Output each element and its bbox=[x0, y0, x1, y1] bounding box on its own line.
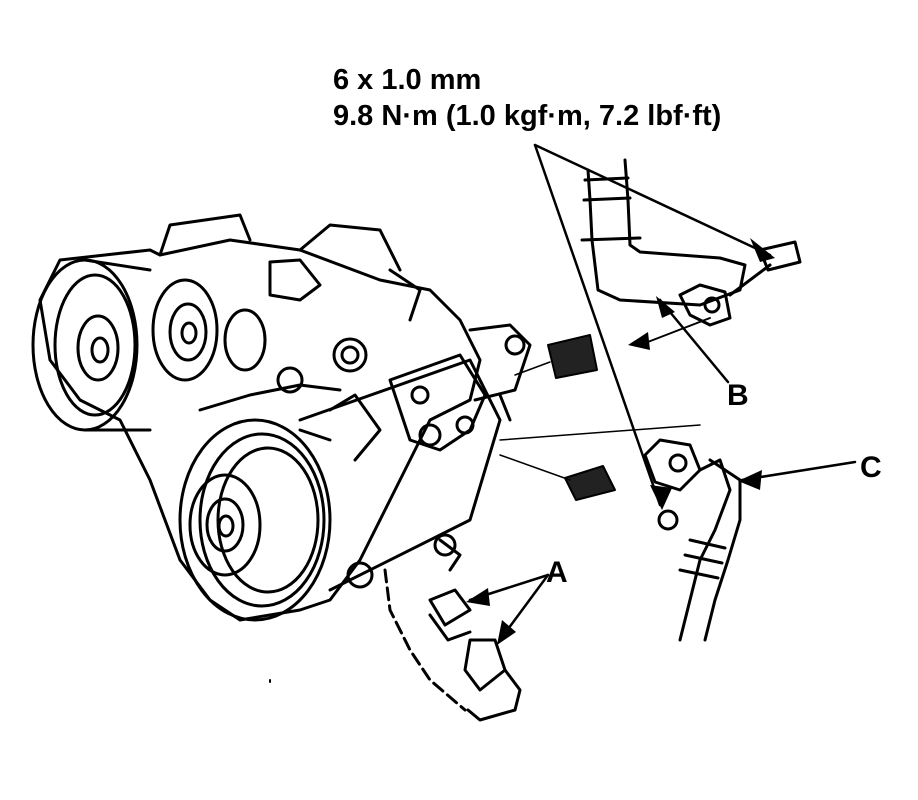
torque-spec-label: 9.8 N·m (1.0 kgf·m, 7.2 lbf·ft) bbox=[333, 100, 722, 132]
idler-pulley bbox=[151, 278, 267, 382]
hose-b bbox=[580, 158, 802, 327]
engine-block bbox=[38, 213, 482, 622]
crank-pulley bbox=[31, 258, 152, 432]
alignment-lines bbox=[499, 361, 701, 481]
hose-c bbox=[643, 438, 742, 642]
compressor-body bbox=[298, 323, 532, 592]
leader-lines bbox=[468, 143, 857, 642]
direction-arrow-b bbox=[639, 317, 711, 346]
seal-pads bbox=[547, 334, 616, 501]
connectors-a bbox=[383, 568, 522, 722]
compressor-clutch-pulley bbox=[178, 418, 332, 622]
callout-a-label: A bbox=[546, 556, 568, 589]
bolt-size-label: 6 x 1.0 mm bbox=[333, 64, 482, 96]
callout-b-label: B bbox=[727, 379, 749, 412]
callout-c-label: C bbox=[860, 451, 882, 484]
arrowheads bbox=[466, 238, 775, 645]
